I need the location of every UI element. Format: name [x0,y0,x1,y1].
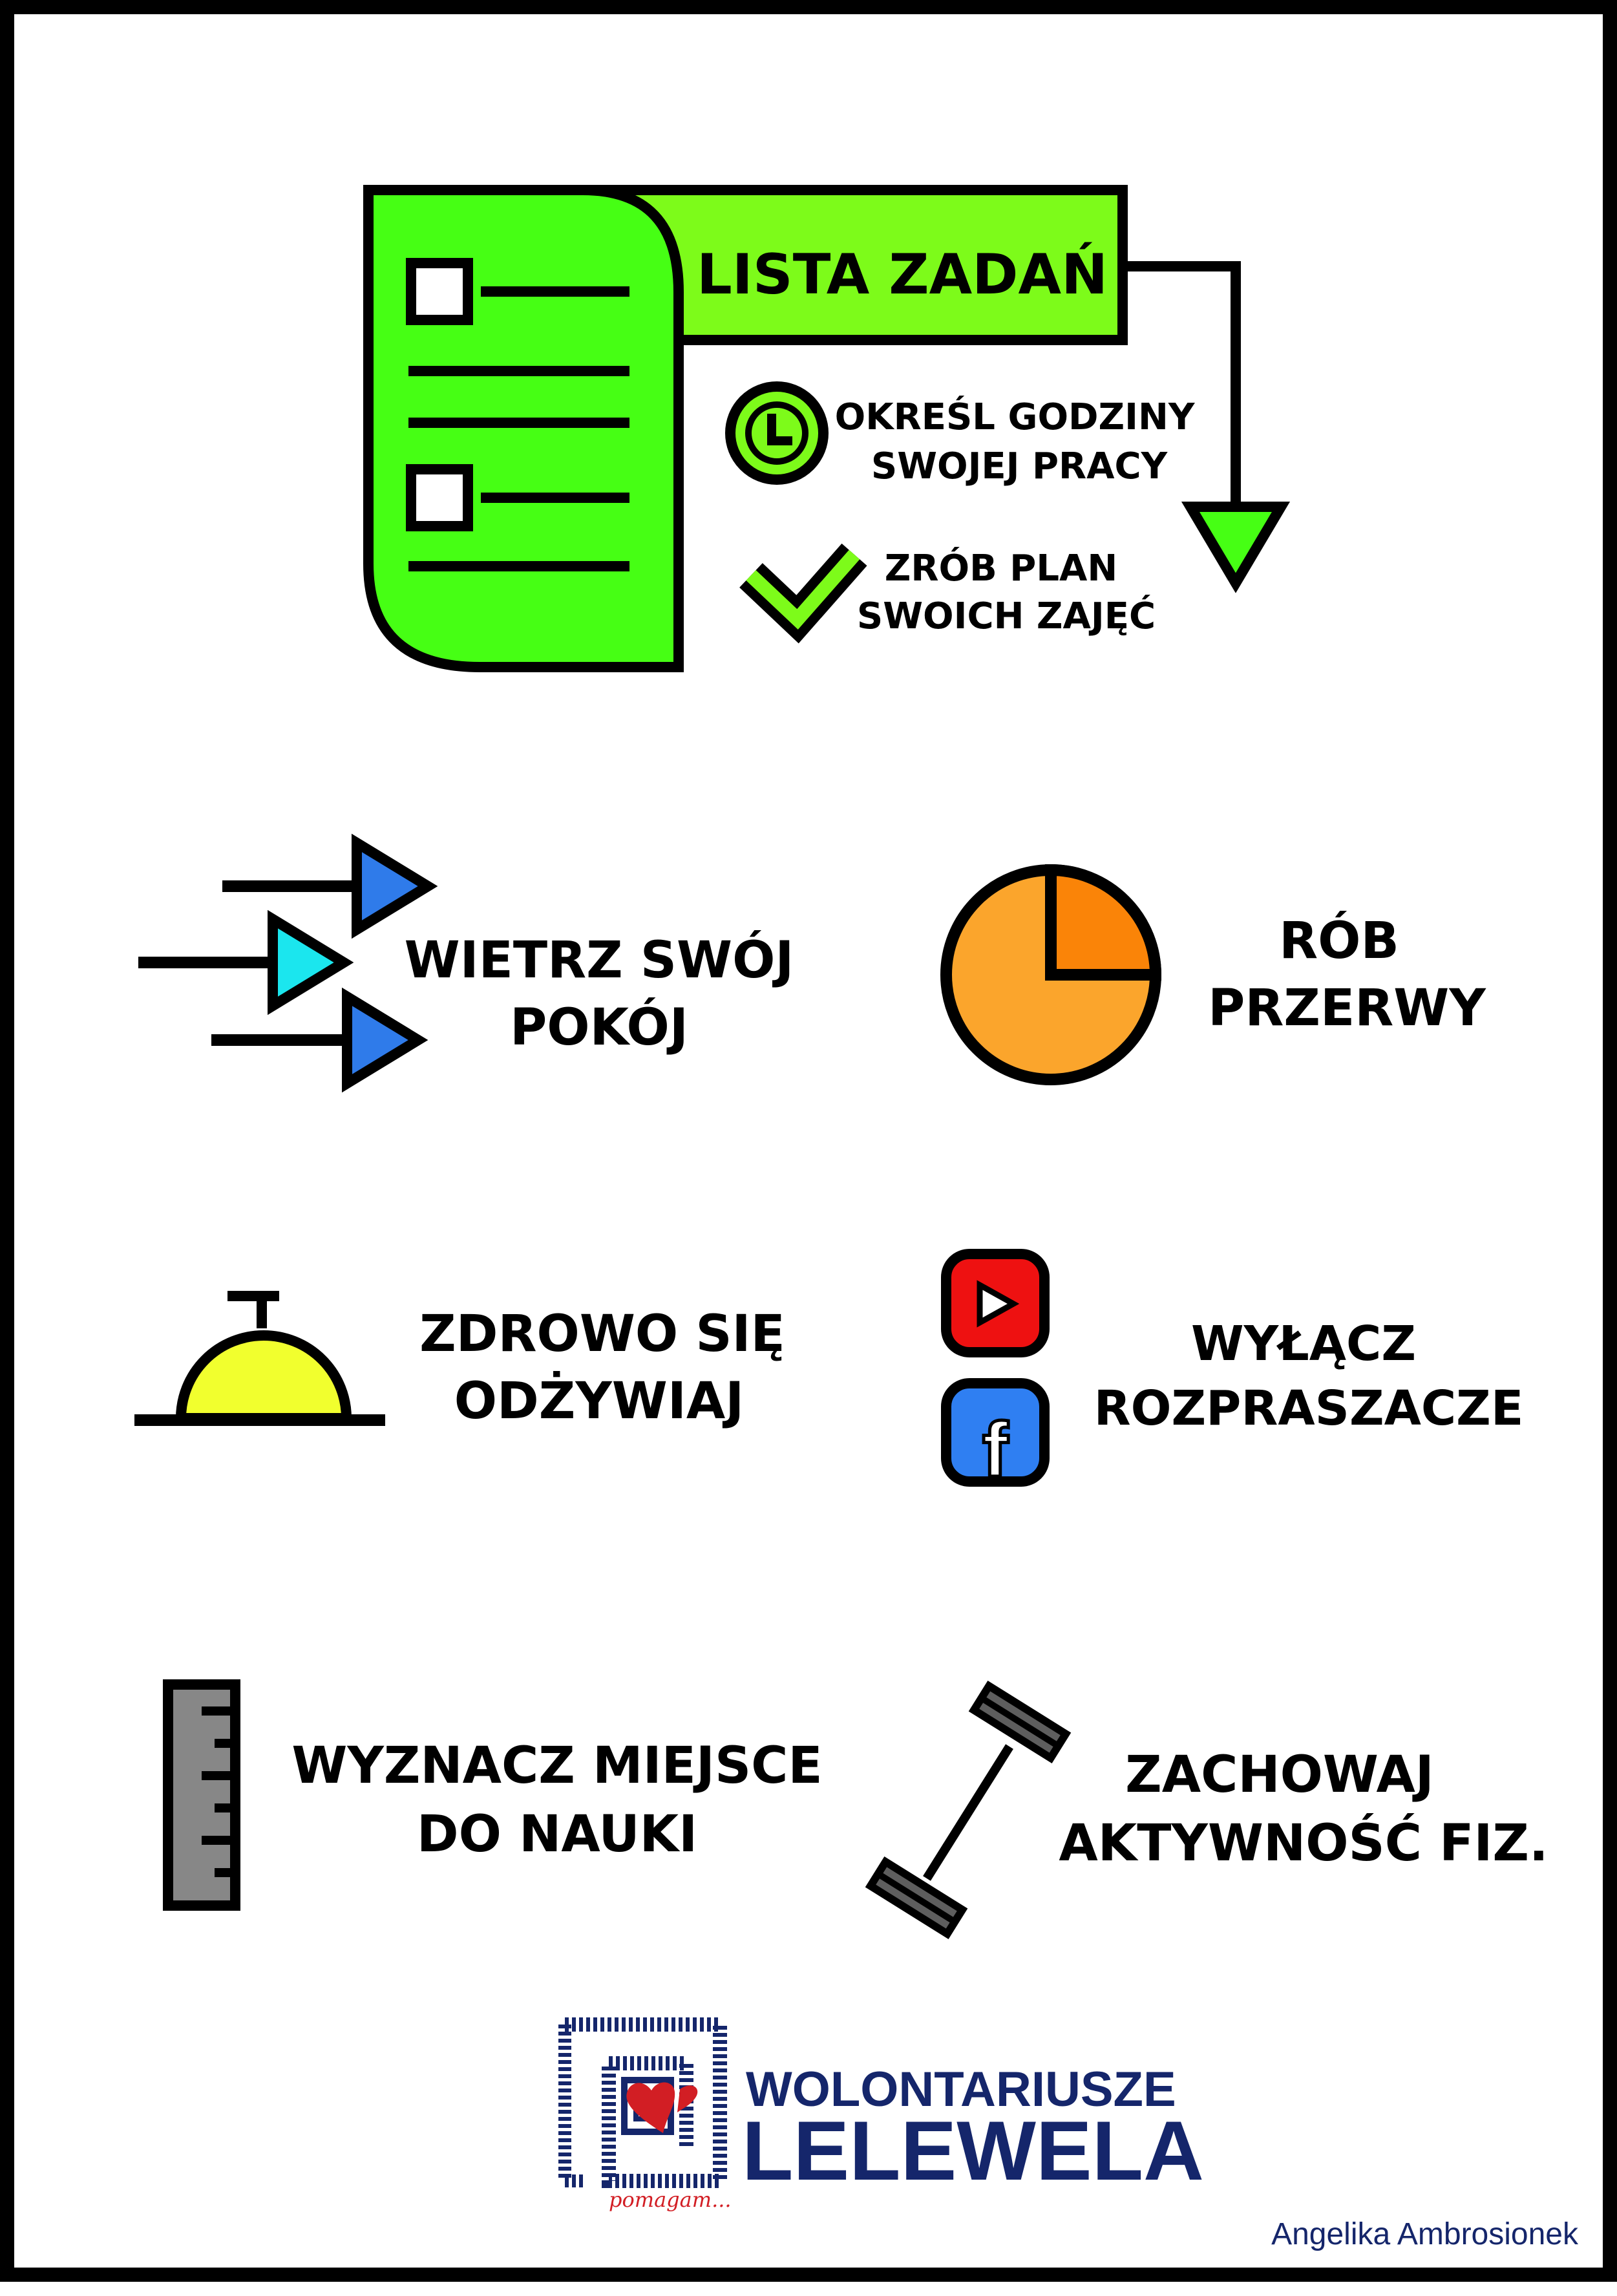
tip-distractions-line2: ROZPRASZACZE [1094,1381,1524,1436]
todo-item-1-line1: OKREŚL GODZINY [835,396,1196,438]
tip-activity-line2: AKTYWNOŚĆ FIZ. [1059,1813,1548,1873]
logo: pomagam... WOLONTARIUSZE LELEWELA [558,2017,1204,2212]
youtube-icon [941,1249,1050,1357]
todo-checkbox-2 [406,464,473,531]
todo-line [481,493,629,503]
social-media-icons: f [941,1249,1050,1495]
logo-slogan: pomagam... [609,2187,732,2212]
tip-breaks: RÓB PRZERWY [940,864,1486,1085]
facebook-icon: f [941,1378,1050,1495]
checkmark-icon [739,543,867,644]
heart-icon [626,2082,675,2133]
todo-line [408,418,629,428]
wind-arrows-icon [138,833,438,1093]
tip-activity: ZACHOWAJ AKTYWNOŚĆ FIZ. [865,1680,1548,1940]
todo-item-2-line1: ZRÓB PLAN [885,547,1117,590]
todo-line [408,366,629,376]
logo-line1: WOLONTARIUSZE [746,2062,1176,2117]
ruler-icon [163,1679,240,1911]
tip-distractions: f WYŁĄCZ ROZPRASZACZE [941,1249,1524,1495]
tip-activity-line1: ZACHOWAJ [1125,1746,1434,1804]
todo-line [481,286,629,297]
tip-food-line2: ODŻYWIAJ [454,1371,745,1430]
clock-icon [725,381,829,485]
facebook-letter: f [982,1407,1009,1493]
poster-artwork: LISTA ZADAŃ OKREŚL GODZINY SWOJEJ PRACY … [134,185,1579,2251]
todo-title: LISTA ZADAŃ [697,242,1108,307]
todo-line [408,561,629,571]
todo-item-1-line2: SWOJEJ PRACY [871,445,1168,487]
todo-arrow-head-icon [1181,502,1291,593]
tip-air: WIETRZ SWÓJ POKÓJ [138,833,794,1093]
tip-place-line1: WYZNACZ MIEJSCE [291,1737,822,1795]
tip-place: WYZNACZ MIEJSCE DO NAUKI [163,1679,823,1911]
tip-breaks-line2: PRZERWY [1208,979,1486,1037]
todo-arrow-line [1123,261,1241,512]
tip-air-line1: WIETRZ SWÓJ [405,930,794,990]
tip-food: ZDROWO SIĘ ODŻYWIAJ [134,1291,785,1430]
tip-place-line2: DO NAUKI [417,1805,697,1864]
logo-line2: LELEWELA [742,2103,1204,2198]
todo-checkbox-1 [406,258,473,325]
todo-item-2-line2: SWOICH ZAJĘĆ [857,595,1156,637]
food-cloche-icon [134,1291,385,1426]
barbell-icon [865,1680,1072,1940]
todo-section: LISTA ZADAŃ OKREŚL GODZINY SWOJEJ PRACY … [363,185,1291,672]
tip-distractions-line1: WYŁĄCZ [1191,1316,1416,1372]
author-credit: Angelika Ambrosionek [1271,2217,1579,2251]
tip-air-line2: POKÓJ [510,997,688,1057]
tip-food-line1: ZDROWO SIĘ [419,1305,785,1363]
tip-breaks-line1: RÓB [1279,911,1399,970]
pie-clock-icon [940,864,1162,1085]
logo-mark-icon [558,2017,727,2188]
